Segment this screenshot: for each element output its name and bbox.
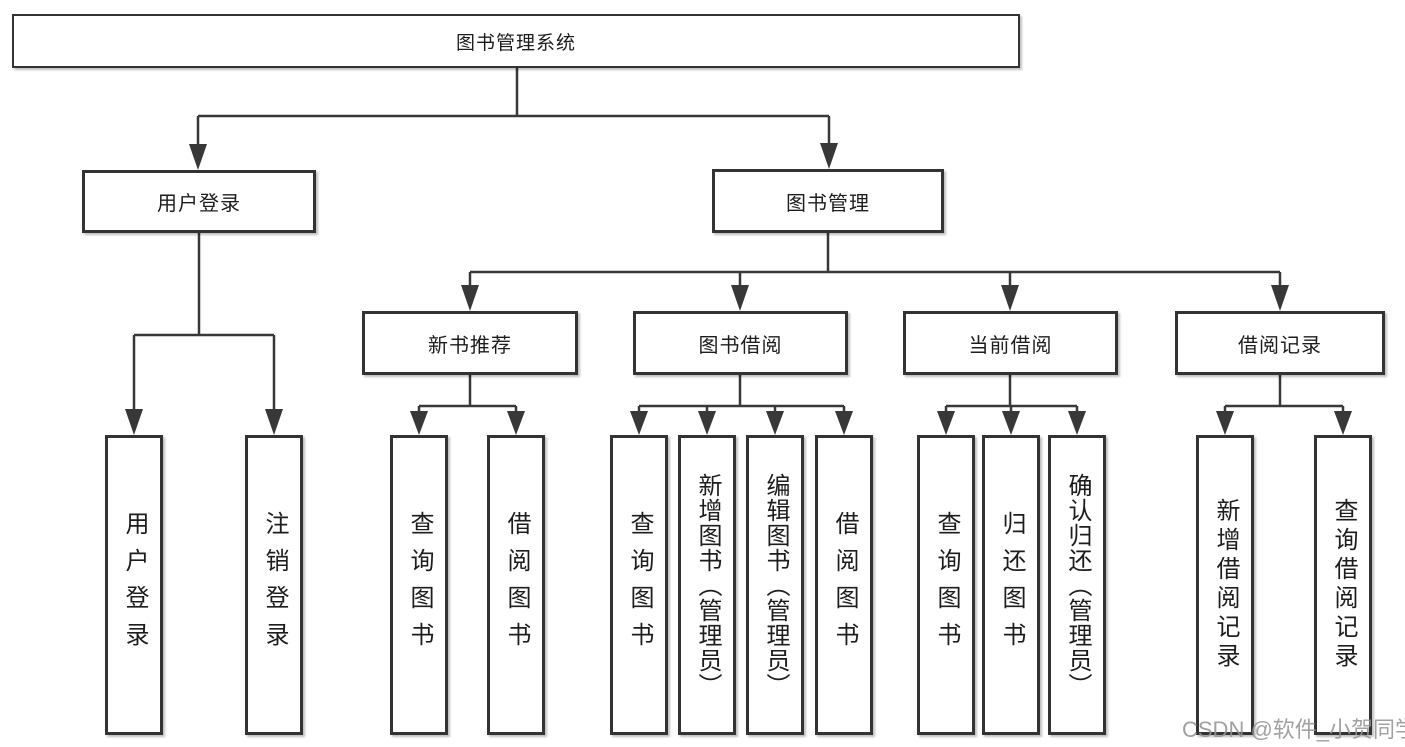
leaf-query-borrow-record: 查询借阅记录 bbox=[1314, 435, 1372, 735]
node-label: 用户登录 bbox=[157, 193, 241, 215]
node-book-borrow: 图书借阅 bbox=[633, 311, 848, 375]
node-label: 图书管理系统 bbox=[455, 32, 576, 54]
node-book-management: 图书管理 bbox=[712, 169, 944, 233]
leaf-query-books-recommend: 查询图书 bbox=[390, 435, 448, 735]
node-label: 归还图书 bbox=[998, 511, 1025, 659]
leaf-edit-books-admin: 编辑图书（管理员） bbox=[746, 435, 804, 735]
leaf-add-books-admin: 新增图书（管理员） bbox=[678, 435, 736, 735]
node-current-borrow: 当前借阅 bbox=[903, 311, 1118, 375]
node-new-book-recommend: 新书推荐 bbox=[362, 311, 578, 375]
leaf-query-books-borrow: 查询图书 bbox=[610, 435, 668, 735]
node-label: 借阅记录 bbox=[1238, 334, 1322, 357]
node-borrow-records: 借阅记录 bbox=[1175, 311, 1385, 375]
leaf-add-borrow-record: 新增借阅记录 bbox=[1196, 435, 1254, 735]
node-root-system: 图书管理系统 bbox=[12, 14, 1020, 68]
arrowhead-icons bbox=[125, 143, 1352, 435]
leaf-borrow-books: 借阅图书 bbox=[815, 435, 873, 735]
node-label: 用户登录 bbox=[121, 511, 148, 659]
node-label: 图书借阅 bbox=[698, 334, 783, 357]
node-label: 查询图书 bbox=[626, 511, 653, 659]
leaf-logout: 注销登录 bbox=[245, 435, 303, 735]
leaf-borrow-books-recommend: 借阅图书 bbox=[487, 435, 545, 735]
csdn-watermark: CSDN @软件_小贺同学 bbox=[1182, 717, 1405, 742]
node-label: 当前借阅 bbox=[968, 334, 1053, 357]
leaf-confirm-return-admin: 确认归还（管理员） bbox=[1048, 435, 1106, 735]
leaf-query-books-current: 查询图书 bbox=[917, 435, 975, 735]
node-label: 新增图书（管理员） bbox=[694, 472, 721, 698]
leaf-user-login: 用户登录 bbox=[105, 435, 163, 735]
node-label: 查询借阅记录 bbox=[1330, 498, 1357, 672]
node-label: 编辑图书（管理员） bbox=[762, 472, 789, 698]
node-label: 借阅图书 bbox=[503, 511, 530, 659]
node-label: 图书管理 bbox=[786, 192, 870, 215]
leaf-return-books: 归还图书 bbox=[982, 435, 1040, 735]
node-label: 新书推荐 bbox=[428, 334, 512, 357]
node-label: 确认归还（管理员） bbox=[1064, 472, 1091, 698]
node-label: 查询图书 bbox=[933, 511, 960, 659]
node-label: 借阅图书 bbox=[831, 511, 858, 659]
node-label: 新增借阅记录 bbox=[1212, 498, 1239, 672]
node-label: 查询图书 bbox=[406, 511, 433, 659]
node-label: 注销登录 bbox=[261, 511, 288, 659]
node-user-login: 用户登录 bbox=[82, 170, 316, 233]
